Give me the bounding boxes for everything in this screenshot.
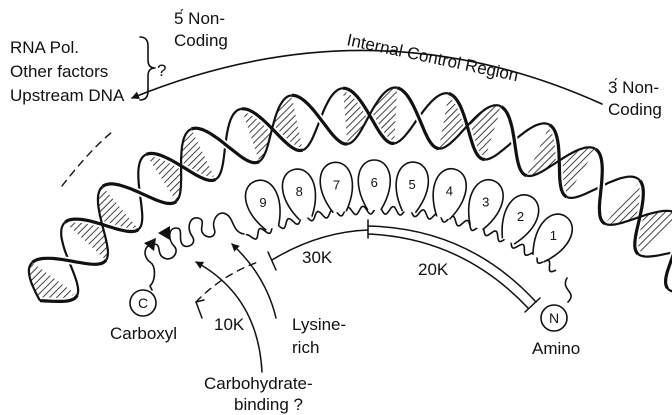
domain-10k-bracket (196, 300, 204, 318)
amino-label: Amino (532, 339, 580, 358)
c-terminus-label: C (138, 295, 148, 311)
brace-question-mark: ? (157, 61, 166, 80)
carbohydrate-label-line1: Carbohydrate- (204, 374, 313, 393)
carboxyl-label: Carboxyl (110, 324, 177, 343)
three-prime-label-line1: 3́ Non- (608, 77, 659, 97)
carbohydrate-label-line2: binding ? (234, 395, 303, 414)
zinc-finger-number-9: 9 (259, 195, 266, 210)
dna-strand-b (397, 88, 439, 149)
three-prime-label-line2: Coding (608, 100, 662, 119)
dna-strand-a (638, 249, 672, 256)
carboxyl-tail (145, 213, 244, 290)
lysine-rich-label-line1: Lysine- (292, 315, 346, 334)
domain-20k-label: 20K (418, 260, 449, 279)
zinc-finger-number-7: 7 (333, 177, 340, 192)
internal-control-arrow (132, 50, 602, 104)
zinc-finger-number-6: 6 (371, 175, 378, 190)
zinc-finger-number-2: 2 (517, 209, 524, 224)
zinc-finger-number-1: 1 (550, 228, 557, 243)
upstream-dashed-line (62, 132, 112, 186)
cleavage-marker-2 (158, 226, 170, 240)
n-terminus-label: N (549, 310, 559, 326)
dna-strand-b (501, 107, 526, 176)
internal-control-label: Internal Control Region (345, 30, 520, 85)
five-prime-label-line1: 5́ Non- (174, 8, 225, 28)
zinc-finger-number-4: 4 (446, 184, 453, 199)
amino-tail (565, 278, 571, 302)
domain-10k-label: 10K (214, 315, 245, 334)
zinc-finger-number-3: 3 (482, 194, 489, 209)
domain-20k-end-tick (525, 298, 540, 312)
zinc-finger-number-5: 5 (408, 177, 415, 192)
five-prime-label-line2: Coding (174, 31, 228, 50)
upstream-dna-label: Upstream DNA (10, 86, 125, 105)
zinc-finger-number-8: 8 (296, 184, 303, 199)
domain-30k-label: 30K (302, 248, 333, 267)
lysine-rich-label-line2: rich (292, 338, 319, 357)
rna-pol-label: RNA Pol. (10, 38, 79, 57)
other-factors-label: Other factors (10, 62, 108, 81)
domain-30k-tick (268, 252, 276, 270)
